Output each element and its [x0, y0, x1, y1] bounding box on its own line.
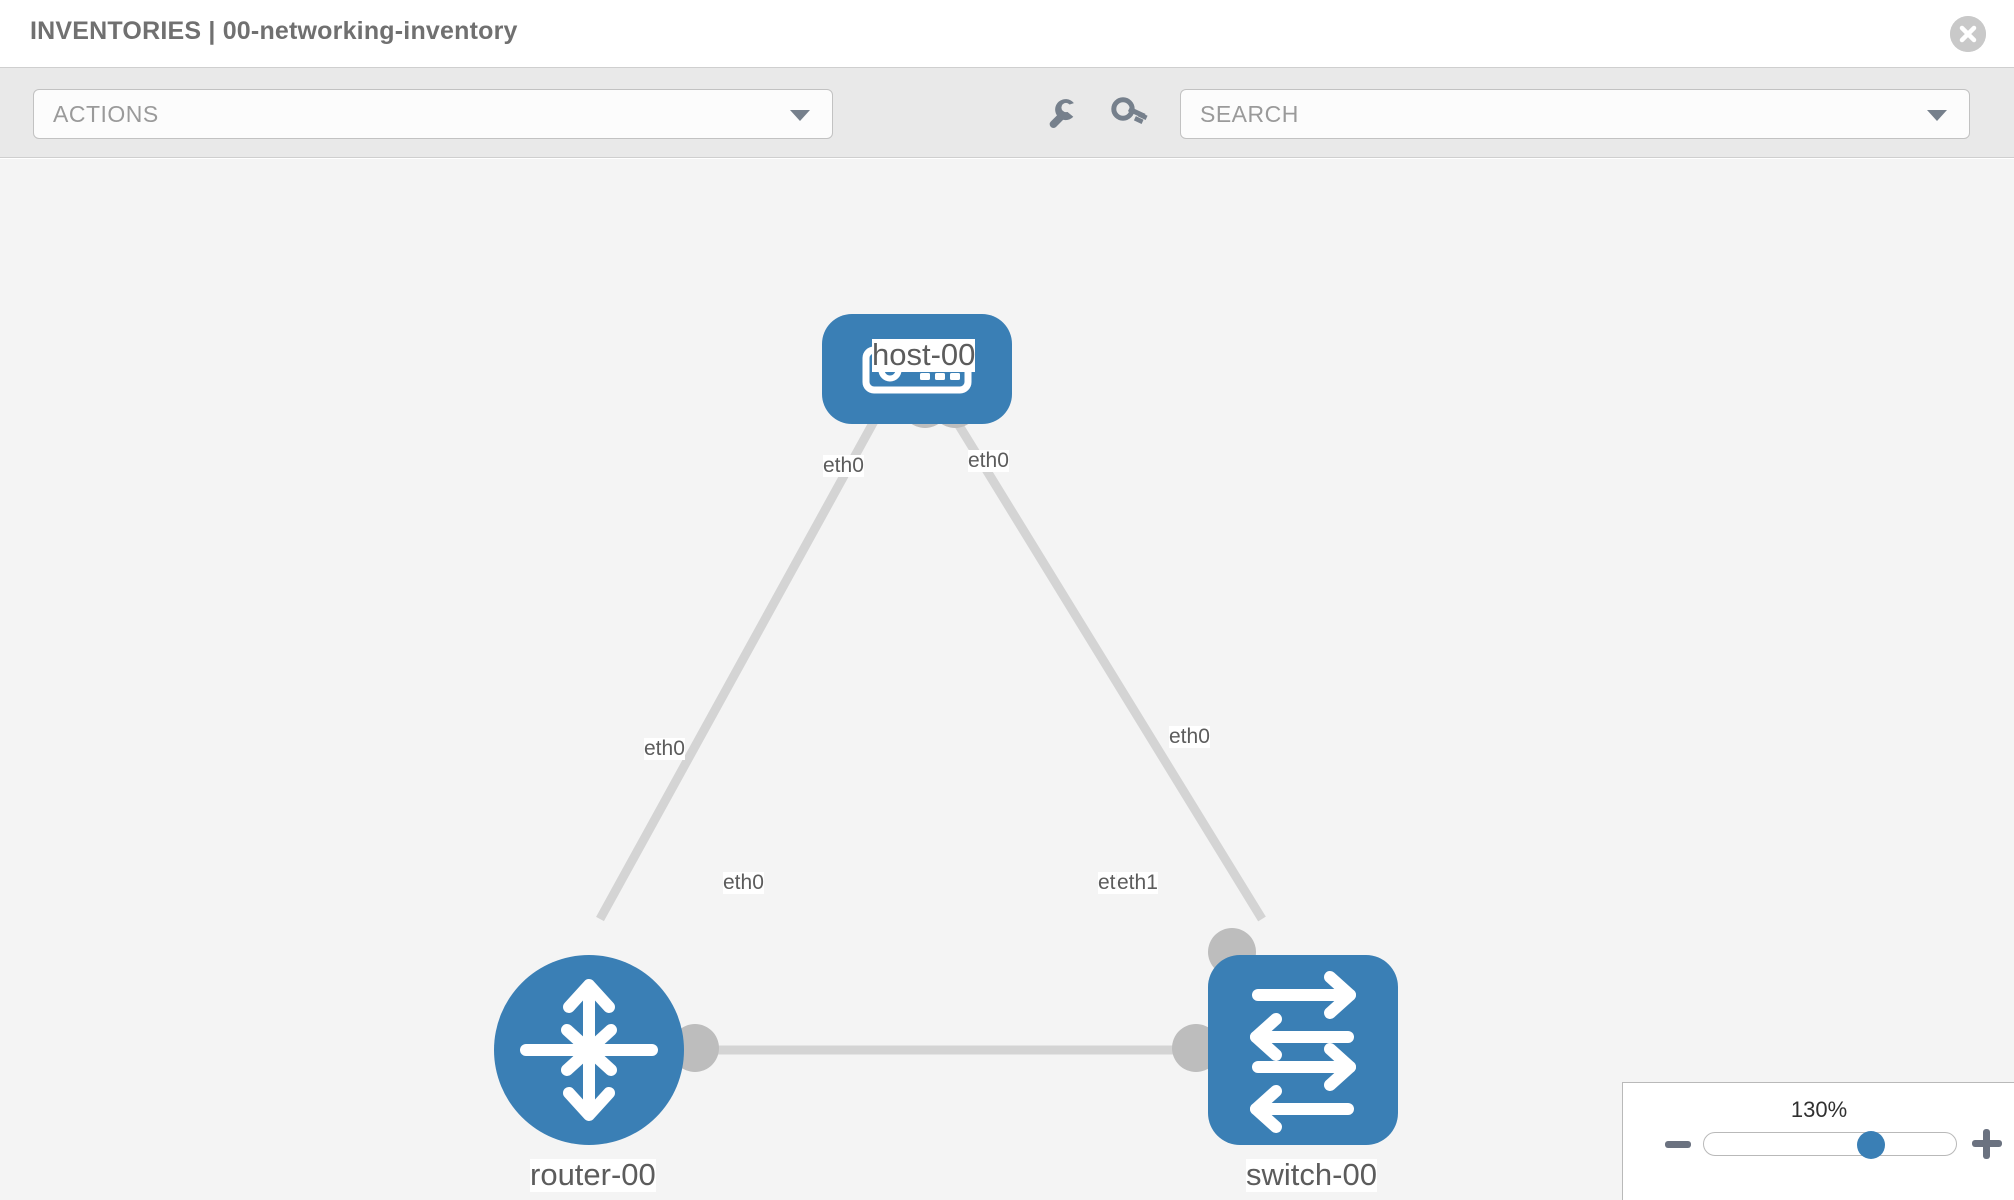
wrench-icon[interactable] [1040, 92, 1084, 136]
node-router-00[interactable] [494, 955, 684, 1145]
toolbar: ACTIONS SEARCH [0, 68, 2014, 158]
zoom-slider-track[interactable] [1703, 1132, 1957, 1156]
actions-dropdown-label: ACTIONS [53, 101, 159, 127]
key-icon[interactable] [1108, 92, 1152, 136]
close-icon[interactable] [1950, 16, 1986, 52]
zoom-control-panel: 130% [1622, 1082, 2014, 1200]
zoom-level-value: 130% [1790, 1097, 1848, 1122]
node-label-router-00: router-00 [530, 1157, 656, 1192]
router-arrows-icon [520, 979, 658, 1121]
chevron-down-icon [1927, 110, 1947, 121]
edge-label-switch00-eth0-uplink: eth0 [1169, 725, 1210, 749]
edge-label-host00-eth0-right: eth0 [968, 449, 1009, 473]
search-input[interactable]: SEARCH [1180, 89, 1970, 139]
search-placeholder: SEARCH [1200, 101, 1299, 127]
node-label-host-00: host-00 [872, 337, 976, 372]
plus-icon[interactable] [1972, 1129, 2002, 1159]
edge-label-switch00-eth1-trunk: eth1 [1117, 871, 1158, 895]
edge-host00-router00[interactable] [596, 411, 882, 922]
zoom-slider-thumb[interactable] [1857, 1131, 1885, 1159]
edge-label-router00-eth0-trunk: eth0 [723, 871, 764, 895]
page-header: INVENTORIES | 00-networking-inventory [0, 0, 2014, 68]
edge-host00-switch00[interactable] [948, 411, 1266, 922]
chevron-down-icon [790, 110, 810, 121]
topology-canvas[interactable]: host-00 router-00 switch-00 eth0 eth0 et… [0, 159, 2014, 1200]
edge-label-router00-eth0-uplink: eth0 [644, 737, 685, 761]
page-title: INVENTORIES | 00-networking-inventory [30, 17, 518, 45]
topology-graph [494, 314, 1398, 1145]
node-label-switch-00: switch-00 [1246, 1157, 1377, 1192]
node-switch-00[interactable] [1208, 955, 1398, 1145]
minus-icon[interactable] [1665, 1141, 1691, 1148]
edge-label-host00-eth0-left: eth0 [823, 454, 864, 478]
topology-edges [596, 411, 1266, 1055]
actions-dropdown[interactable]: ACTIONS [33, 89, 833, 139]
switch-arrows-icon [1250, 971, 1356, 1133]
